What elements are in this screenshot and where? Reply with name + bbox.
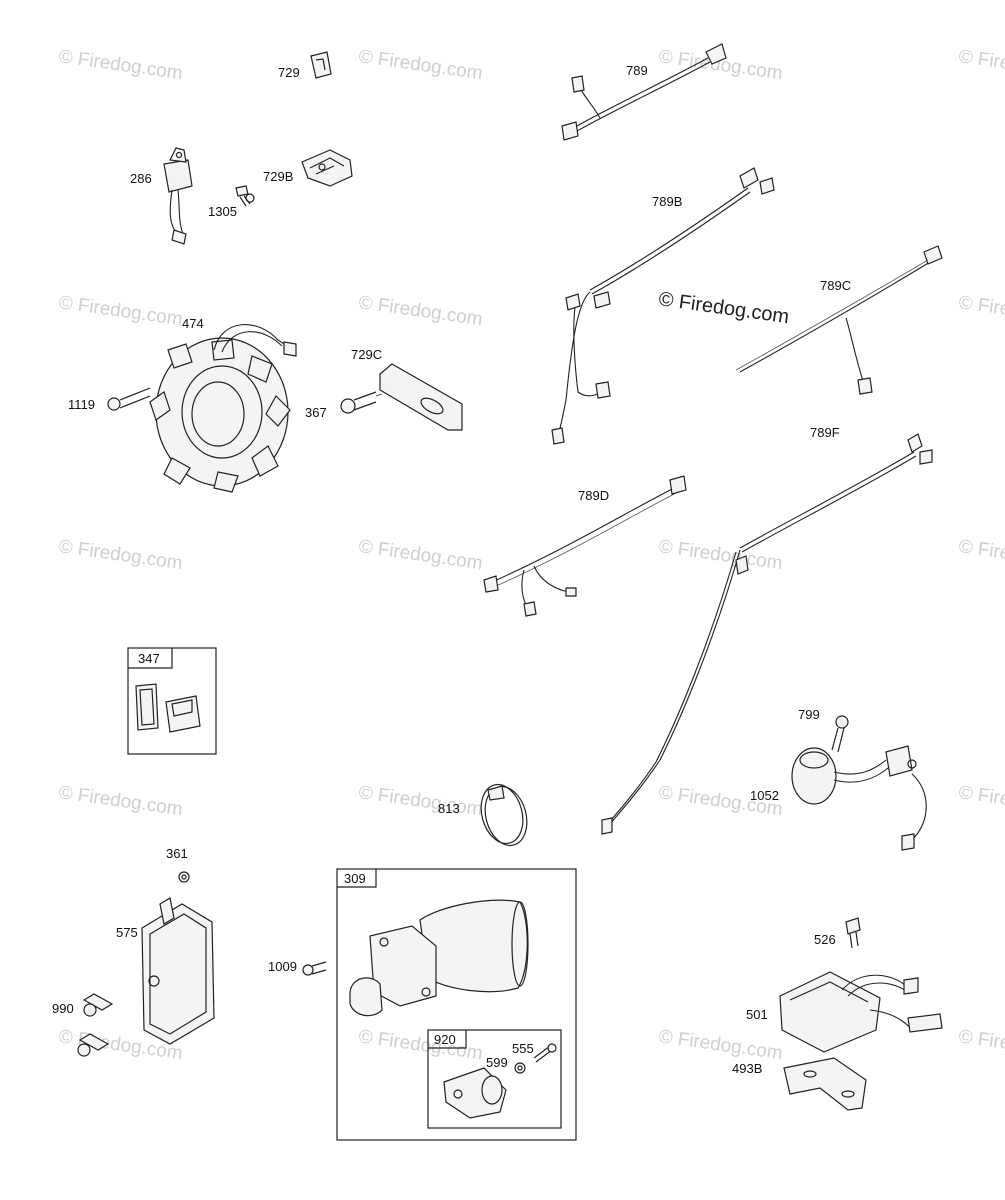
part-label-1009: 1009 <box>268 959 297 974</box>
watermark-tile: © Firedog.com <box>957 782 1005 820</box>
watermark-tile: © Firedog.com <box>957 46 1005 84</box>
part-label-799: 799 <box>798 707 820 722</box>
part-label-729: 729 <box>278 65 300 80</box>
part-label-309: 309 <box>344 871 366 886</box>
part-label-789C: 789C <box>820 278 851 293</box>
part-789D-harness <box>483 475 687 617</box>
watermark-tile: © Firedog.com <box>657 1026 784 1064</box>
watermark-tile: © Firedog.com <box>957 292 1005 330</box>
part-920-solenoid-box <box>427 1029 562 1129</box>
watermark-tile: © Firedog.com <box>357 1026 484 1064</box>
watermark-tile: © Firedog.com <box>57 292 184 330</box>
watermark-main: © Firedog.com <box>657 288 790 328</box>
part-label-599: 599 <box>486 1055 508 1070</box>
part-347-switch-box <box>127 647 217 755</box>
part-729C-bracket <box>379 363 463 431</box>
part-729B-bracket <box>301 149 353 187</box>
part-729-clip <box>310 51 332 79</box>
part-526-screw <box>845 917 861 949</box>
part-label-1119: 1119 <box>68 397 95 412</box>
part-label-474: 474 <box>182 316 204 331</box>
part-1009-screw <box>302 961 327 976</box>
watermark-tile: © Firedog.com <box>357 292 484 330</box>
part-813-clamp <box>480 783 528 847</box>
part-label-789: 789 <box>626 63 648 78</box>
part-1052-solenoid <box>791 745 927 851</box>
part-label-575: 575 <box>116 925 138 940</box>
watermark-layer: © Firedog.com © Firedog.com © Firedog.co… <box>57 46 1005 1064</box>
part-789B-harness <box>551 167 775 445</box>
part-label-729C: 729C <box>351 347 382 362</box>
part-label-813: 813 <box>438 801 460 816</box>
watermark-tile: © Firedog.com <box>357 782 484 820</box>
watermark-tile: © Firedog.com <box>357 536 484 574</box>
part-label-286: 286 <box>130 171 152 186</box>
part-599-washer <box>514 1062 526 1074</box>
part-990-keys <box>77 993 114 1057</box>
part-label-789B: 789B <box>652 194 682 209</box>
part-label-920: 920 <box>434 1032 456 1047</box>
part-575-control-panel <box>141 897 215 1045</box>
part-789F-harness <box>601 433 933 835</box>
part-286-ignition-module <box>163 147 193 245</box>
watermark-tile: © Firedog.com <box>657 536 784 574</box>
part-label-789F: 789F <box>810 425 840 440</box>
part-label-1305: 1305 <box>208 204 237 219</box>
watermark-tile: © Firedog.com <box>57 536 184 574</box>
part-474-stator <box>149 324 297 493</box>
watermark-tile: © Firedog.com <box>357 46 484 84</box>
part-label-555: 555 <box>512 1041 534 1056</box>
part-label-729B: 729B <box>263 169 293 184</box>
part-label-347: 347 <box>138 651 160 666</box>
part-367-bolt <box>340 391 383 414</box>
watermark-tile: © Firedog.com <box>957 1026 1005 1064</box>
watermark-tile: © Firedog.com <box>57 782 184 820</box>
part-label-501: 501 <box>746 1007 768 1022</box>
part-789C-harness <box>735 245 943 395</box>
part-309-starter-box <box>336 868 577 1141</box>
watermark-tile: © Firedog.com <box>957 536 1005 574</box>
part-361-nut <box>178 871 190 883</box>
part-label-361: 361 <box>166 846 188 861</box>
part-label-493B: 493B <box>732 1061 762 1076</box>
part-label-367: 367 <box>305 405 327 420</box>
part-493B-bracket <box>783 1057 867 1111</box>
part-label-1052: 1052 <box>750 788 779 803</box>
part-555-screw <box>533 1043 557 1063</box>
part-label-526: 526 <box>814 932 836 947</box>
part-label-990: 990 <box>52 1001 74 1016</box>
part-789-harness <box>561 43 727 141</box>
part-799-screw <box>831 715 849 753</box>
part-1305-screw <box>235 185 255 207</box>
part-1119-screw <box>107 387 151 411</box>
part-501-regulator <box>779 971 943 1053</box>
watermark-tile: © Firedog.com <box>57 46 184 84</box>
part-label-789D: 789D <box>578 488 609 503</box>
